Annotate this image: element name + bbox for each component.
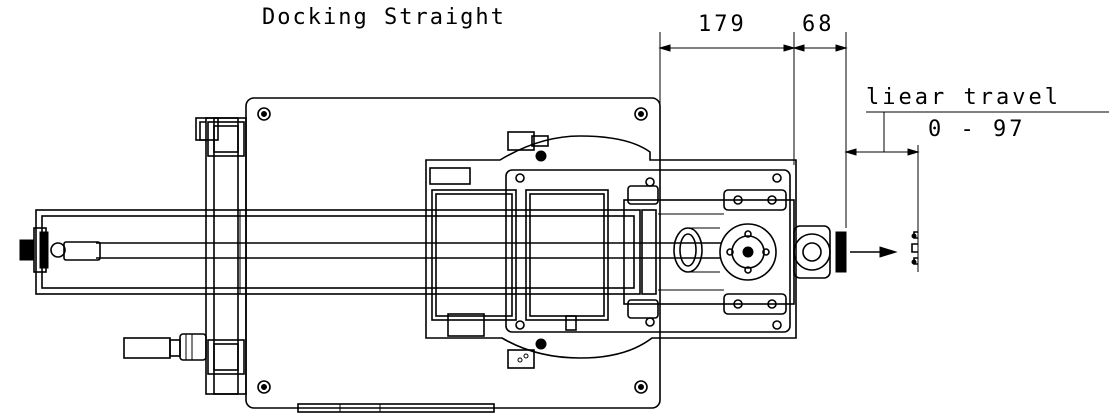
dimension-68-label: 68	[802, 12, 835, 37]
linear-travel-range: 0 - 97	[928, 117, 1025, 142]
direction-arrow	[850, 246, 898, 258]
drawing-title: Docking Straight	[262, 5, 506, 30]
dimension-68: 68	[792, 12, 848, 228]
cylinder	[673, 227, 720, 273]
extension-arm	[35, 209, 760, 295]
end-knob	[19, 227, 101, 273]
dimension-179-label: 179	[698, 12, 747, 37]
dimension-179: 179	[658, 12, 796, 165]
base-plate	[245, 97, 661, 409]
left-frame	[195, 117, 247, 395]
target-contact	[911, 231, 918, 265]
lower-handle	[123, 333, 207, 361]
bottom-rail	[297, 403, 495, 413]
docking-head	[793, 225, 847, 279]
linear-travel-dimension: liear travel 0 - 97	[844, 85, 1109, 272]
linear-travel-label: liear travel	[866, 85, 1061, 110]
rotary-flange	[719, 223, 777, 281]
fittings	[429, 131, 577, 369]
